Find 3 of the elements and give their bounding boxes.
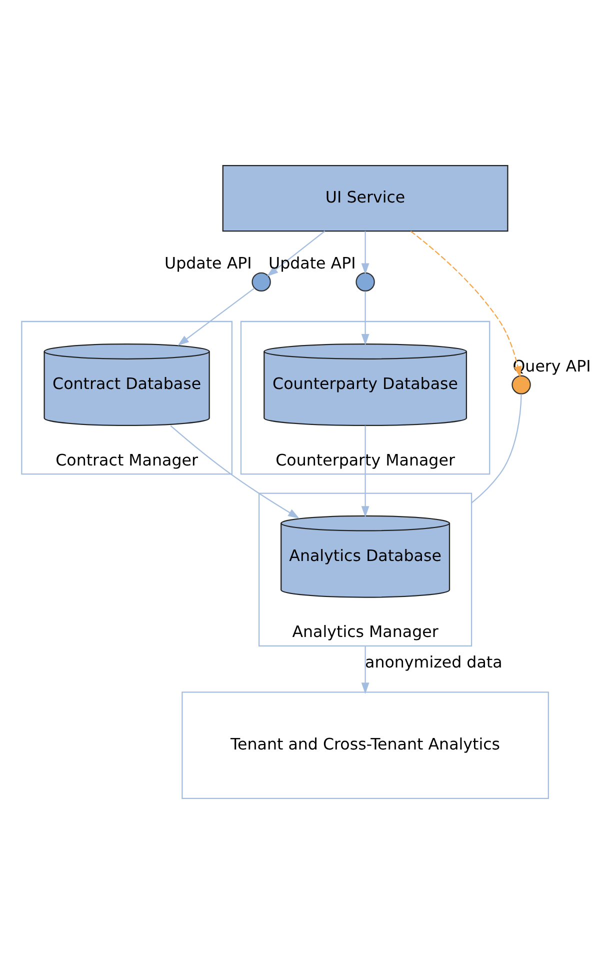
node-label: Update API [268, 253, 356, 272]
node-label: Update API [164, 253, 252, 272]
edge-label: anonymized data [365, 652, 502, 672]
